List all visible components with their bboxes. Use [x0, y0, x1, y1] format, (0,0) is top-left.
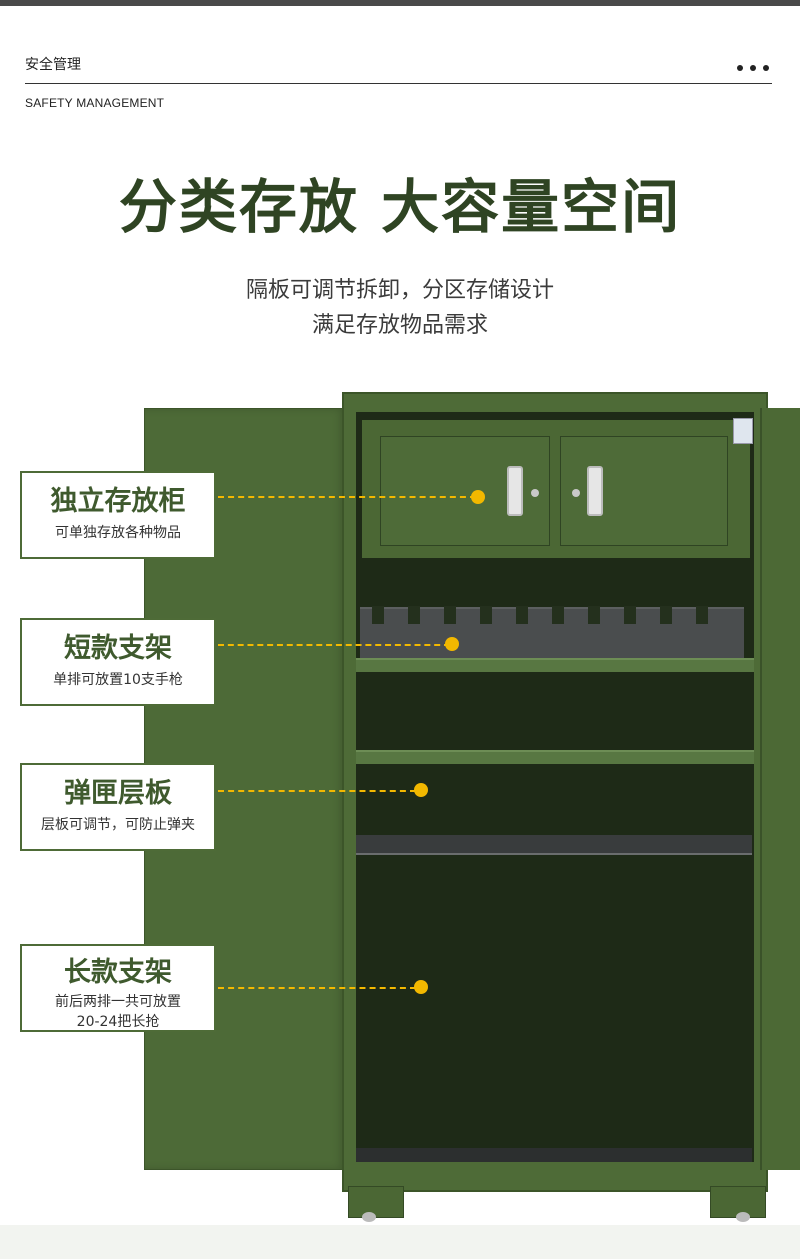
marker-dot-icon [445, 637, 459, 651]
lock-icon [572, 489, 580, 497]
callout-desc-line-1: 前后两排一共可放置 [55, 994, 181, 1010]
handle-icon [507, 466, 523, 516]
compartment-left-door [380, 436, 550, 546]
marker-dot-icon [414, 980, 428, 994]
long-gun-rack-base [356, 1148, 752, 1162]
label-sticker [733, 418, 753, 444]
lock-icon [531, 489, 539, 497]
top-bar [0, 0, 800, 6]
leader-line [218, 790, 416, 792]
section-title: 安全管理 [25, 57, 81, 73]
callout-short-rack: 短款支架 单排可放置10支手枪 [20, 618, 216, 706]
long-gun-rack [356, 835, 752, 855]
callout-long-rack: 长款支架 前后两排一共可放置 20-24把长抢 [20, 944, 216, 1032]
callout-desc-line-2: 20-24把长抢 [76, 1014, 160, 1030]
caster-icon [736, 1212, 750, 1222]
callout-title: 弹匣层板 [64, 778, 172, 809]
compartment-right-door [560, 436, 728, 546]
page-title: 分类存放 大容量空间 [118, 173, 682, 241]
callout-desc: 可单独存放各种物品 [55, 525, 181, 541]
callout-magazine-shelf: 弹匣层板 层板可调节，可防止弹夹 [20, 763, 216, 851]
bottom-band [0, 1225, 800, 1259]
callout-desc: 单排可放置10支手枪 [53, 672, 183, 688]
leader-line [218, 644, 450, 646]
callout-title: 独立存放柜 [50, 486, 186, 517]
magazine-shelf [356, 750, 754, 764]
subtitle-line-2: 满足存放物品需求 [311, 313, 488, 338]
callout-storage-box: 独立存放柜 可单独存放各种物品 [20, 471, 216, 559]
callout-desc: 层板可调节，可防止弹夹 [41, 817, 195, 833]
pistol-rack-slots [360, 606, 744, 624]
section-subtitle: SAFETY MANAGEMENT [25, 96, 165, 110]
shelf [356, 658, 754, 672]
more-dots-icon [737, 65, 773, 73]
cabinet-foot [348, 1186, 404, 1218]
caster-icon [362, 1212, 376, 1222]
handle-icon [587, 466, 603, 516]
marker-dot-icon [414, 783, 428, 797]
header-divider [25, 83, 772, 84]
marker-dot-icon [471, 490, 485, 504]
subtitle-line-1: 隔板可调节拆卸，分区存储设计 [245, 278, 554, 303]
callout-title: 短款支架 [64, 633, 172, 664]
callout-title: 长款支架 [64, 957, 172, 988]
cabinet-right-door [760, 408, 800, 1170]
leader-line [218, 496, 476, 498]
leader-line [218, 987, 416, 989]
